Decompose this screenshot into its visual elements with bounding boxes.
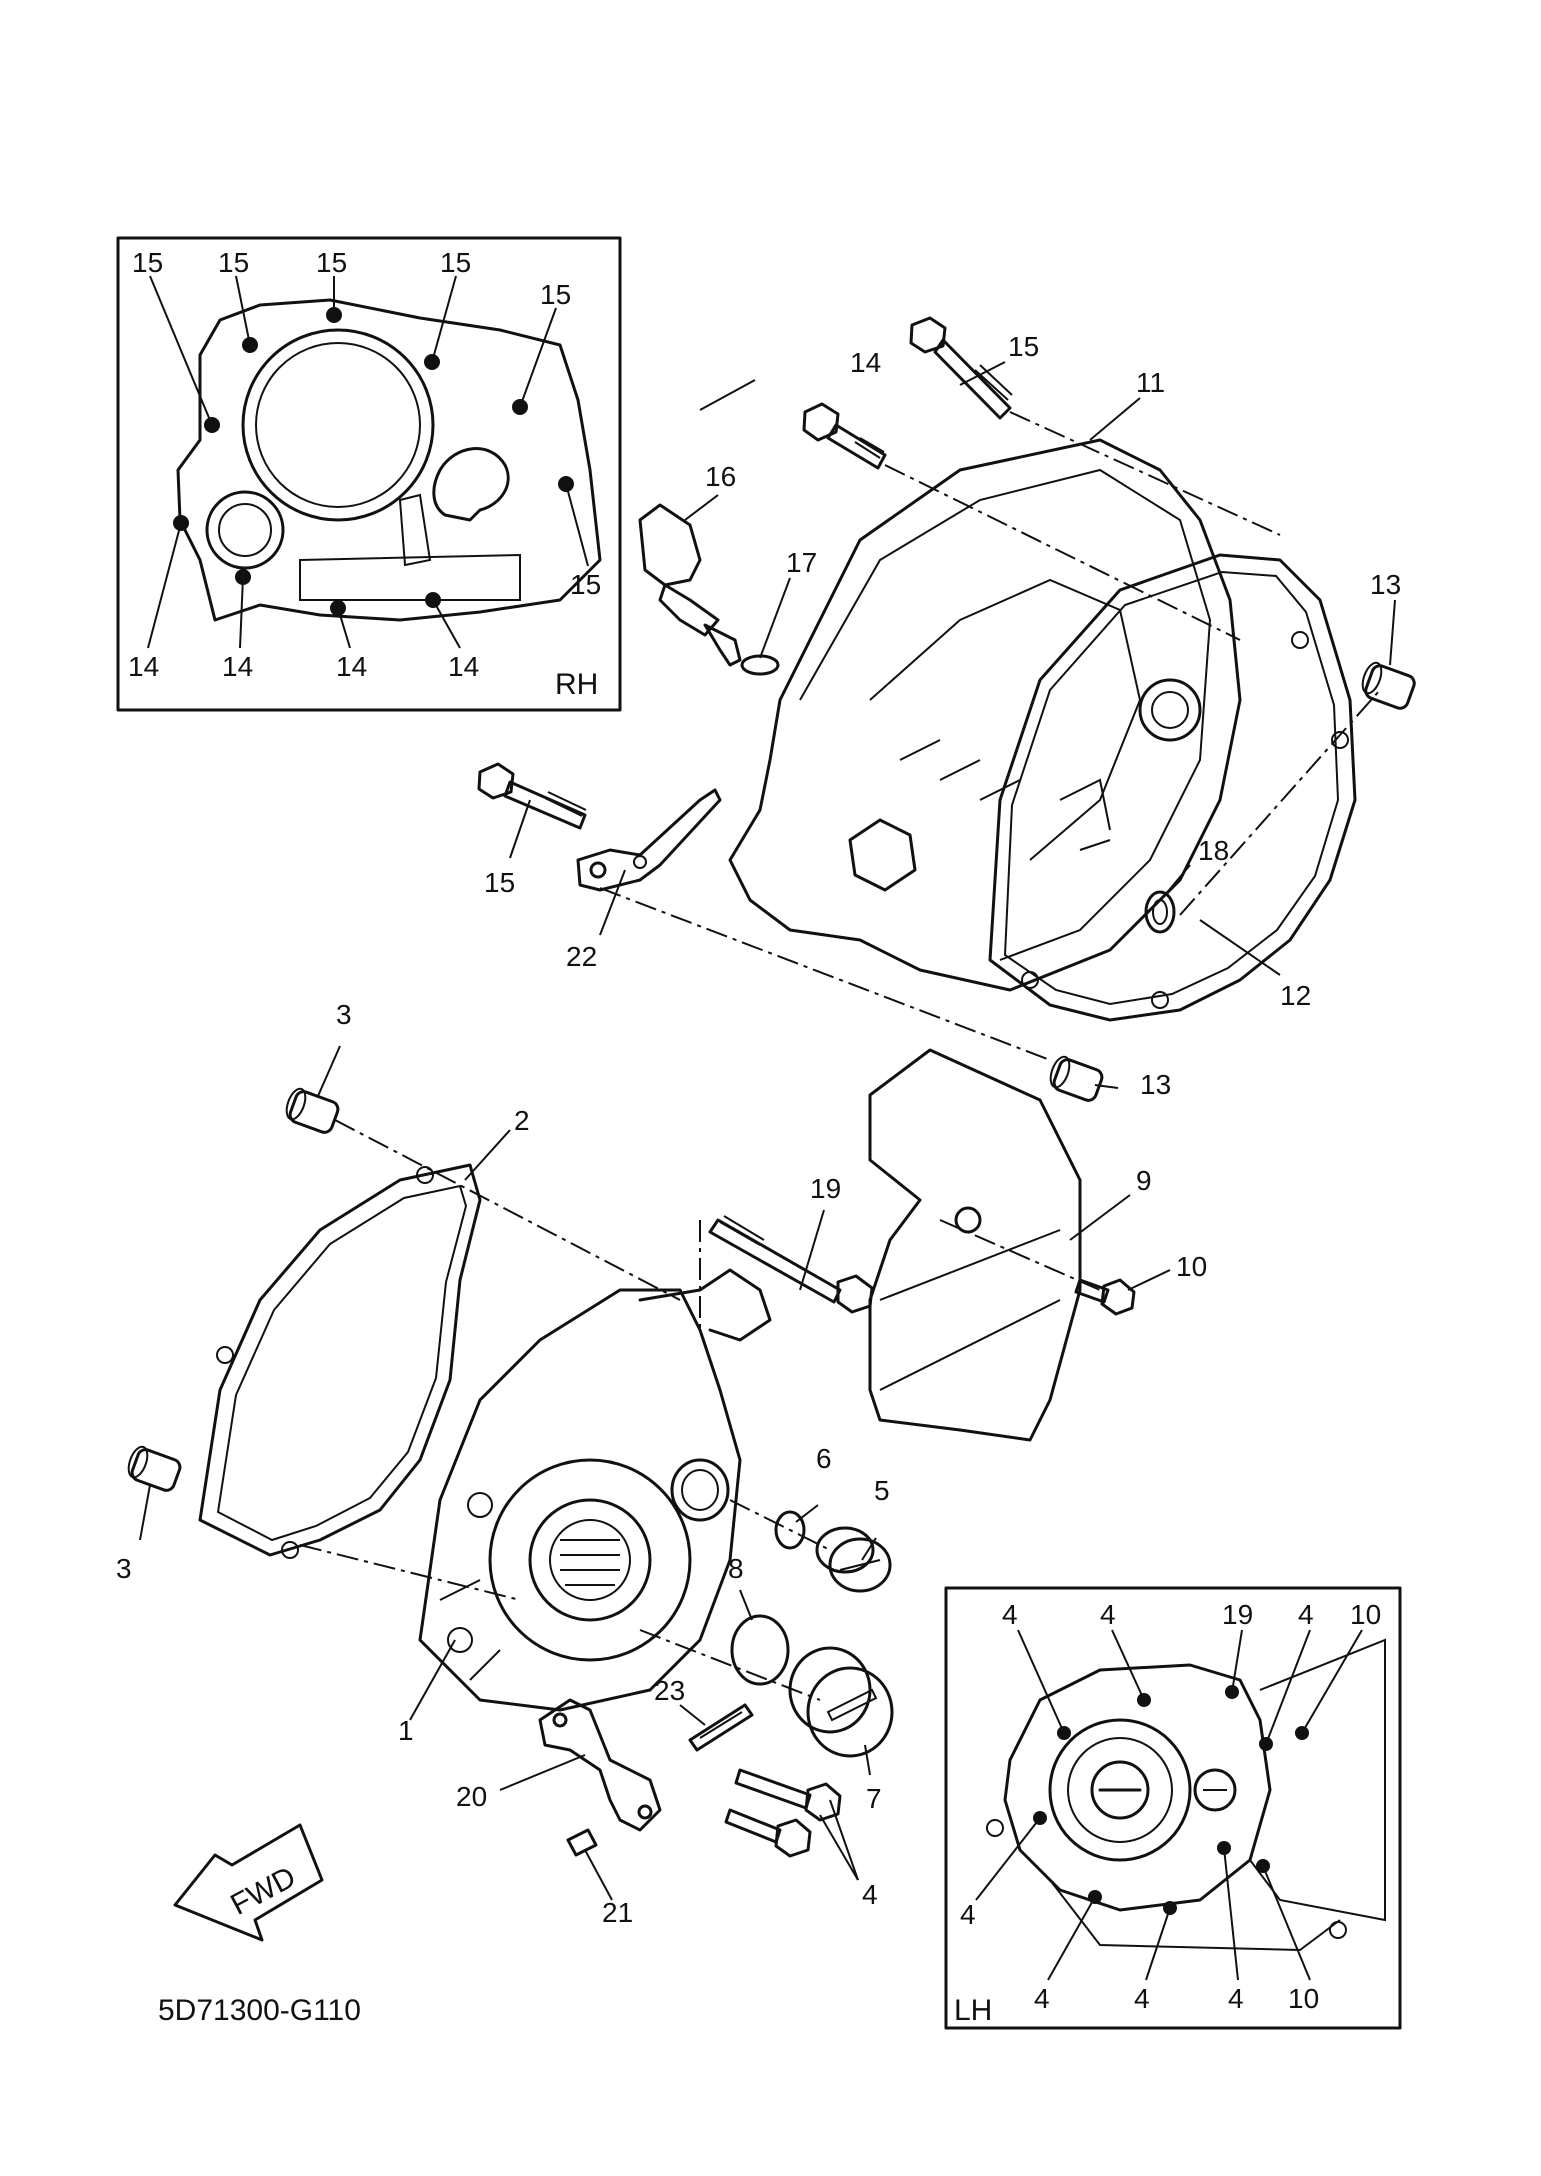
callout-5: 5: [874, 1475, 890, 1506]
callout-17: 17: [786, 547, 817, 578]
inset-rh-label: RH: [555, 668, 598, 701]
part-8-o-ring: [730, 1614, 790, 1686]
callout-rh-15-f: 15: [570, 569, 601, 600]
inset-lh: 4 4 19 4 10 4 4 4 4 10 LH: [944, 1586, 1402, 2030]
part-7-plug: [788, 1646, 894, 1758]
callout-13-lower: 13: [1140, 1069, 1171, 1100]
callout-20: 20: [456, 1781, 487, 1812]
inset-rh-leader-lines: [147, 275, 589, 649]
callout-12: 12: [1280, 980, 1311, 1011]
callout-lh-4-e: 4: [1034, 1983, 1050, 2014]
callout-22: 22: [566, 941, 597, 972]
part-18-oil-seal: [1144, 890, 1176, 934]
callout-19: 19: [810, 1173, 841, 1204]
fwd-label: FWD: [225, 1861, 301, 1922]
callout-lh-4-b: 4: [1100, 1599, 1116, 1630]
callout-8: 8: [728, 1553, 744, 1584]
part-20-bracket: [538, 1698, 662, 1832]
callout-7: 7: [866, 1783, 882, 1814]
main-callouts: 14 15 11 16 17 13 18 12 15 22 3 2 13 19 …: [116, 331, 1401, 1928]
fwd-arrow: FWD: [173, 1823, 324, 1942]
callout-rh-14-c: 14: [336, 651, 367, 682]
part-12-gasket: [988, 553, 1357, 1022]
callout-rh-14-b: 14: [222, 651, 253, 682]
callout-rh-15-a: 15: [132, 247, 163, 278]
callout-lh-10-a: 10: [1350, 1599, 1381, 1630]
part-19-bolt: [708, 1215, 874, 1314]
callout-2: 2: [514, 1105, 530, 1136]
part-15-bolt-left: [477, 762, 587, 830]
part-16-dipstick: [638, 503, 742, 667]
callout-3-upper: 3: [336, 999, 352, 1030]
part-13-dowel-top: [1361, 661, 1416, 710]
callout-15-left: 15: [484, 867, 515, 898]
part-4-bolt-lower: [724, 1808, 812, 1858]
part-4-bolt-upper: [734, 1768, 842, 1822]
callout-14: 14: [850, 347, 881, 378]
callout-11: 11: [1136, 367, 1165, 398]
inset-rh-frame: [116, 236, 622, 712]
callout-rh-15-c: 15: [316, 247, 347, 278]
callout-21: 21: [602, 1897, 633, 1928]
callout-lh-4-f: 4: [1134, 1983, 1150, 2014]
part-1-crankcase-cover-lh: [418, 1268, 772, 1712]
callout-rh-15-b: 15: [218, 247, 249, 278]
upper-assembly: [477, 316, 1416, 1061]
part-6-o-ring: [774, 1510, 806, 1550]
callout-rh-15-e: 15: [540, 279, 571, 310]
part-9-sprocket-cover: [868, 1048, 1082, 1442]
part-23-guide: [688, 1703, 754, 1752]
callout-18: 18: [1198, 835, 1229, 866]
part-15-bolt-top: [909, 316, 1013, 420]
inset-rh: 15 15 15 15 15 15 14 14 14 14 RH: [116, 236, 622, 712]
part-5-plug: [815, 1526, 892, 1593]
part-22-bracket: [576, 788, 722, 892]
part-2-gasket: [198, 1163, 482, 1559]
inset-rh-bolt-dots: [173, 307, 574, 616]
inset-lh-leader-lines: [975, 1629, 1363, 1981]
callout-13-top: 13: [1370, 569, 1401, 600]
part-11-crankcase-cover: [728, 438, 1242, 992]
inset-rh-cover-drawing: [176, 298, 602, 622]
inset-lh-cover-drawing: [986, 1638, 1386, 1952]
part-14-bolt: [802, 402, 887, 470]
lower-assembly: [127, 1048, 1136, 1858]
callout-6: 6: [816, 1443, 832, 1474]
inset-lh-callouts: 4 4 19 4 10 4 4 4 4 10: [960, 1599, 1381, 2014]
part-21-clip: [566, 1828, 598, 1857]
callout-3-lower: 3: [116, 1553, 132, 1584]
part-10-bolt: [1074, 1278, 1136, 1316]
callout-16: 16: [705, 461, 736, 492]
part-13-dowel-lower: [1049, 1055, 1104, 1102]
part-3-dowel-lower: [127, 1445, 182, 1492]
callout-lh-4-c: 4: [1298, 1599, 1314, 1630]
callout-rh-14-a: 14: [128, 651, 159, 682]
callout-rh-15-d: 15: [440, 247, 471, 278]
callout-lh-19: 19: [1222, 1599, 1253, 1630]
callout-23: 23: [654, 1675, 685, 1706]
main-leader-lines: [139, 361, 1396, 1901]
callout-lh-4-a: 4: [1002, 1599, 1018, 1630]
inset-lh-frame: [944, 1586, 1402, 2030]
callout-lh-4-g: 4: [1228, 1983, 1244, 2014]
callout-10: 10: [1176, 1251, 1207, 1282]
callout-4: 4: [862, 1879, 878, 1910]
callout-lh-10-b: 10: [1288, 1983, 1319, 2014]
callout-rh-14-d: 14: [448, 651, 479, 682]
callout-9: 9: [1136, 1165, 1152, 1196]
callout-15-top: 15: [1008, 331, 1039, 362]
callout-1: 1: [398, 1715, 414, 1746]
inset-lh-label: LH: [954, 1994, 992, 2027]
inset-rh-callouts: 15 15 15 15 15 15 14 14 14 14: [128, 247, 601, 682]
part-17-o-ring: [740, 654, 780, 676]
diagram-code: 5D71300-G110: [158, 1994, 361, 2027]
callout-lh-4-d: 4: [960, 1899, 976, 1930]
part-3-dowel-upper: [285, 1087, 340, 1134]
